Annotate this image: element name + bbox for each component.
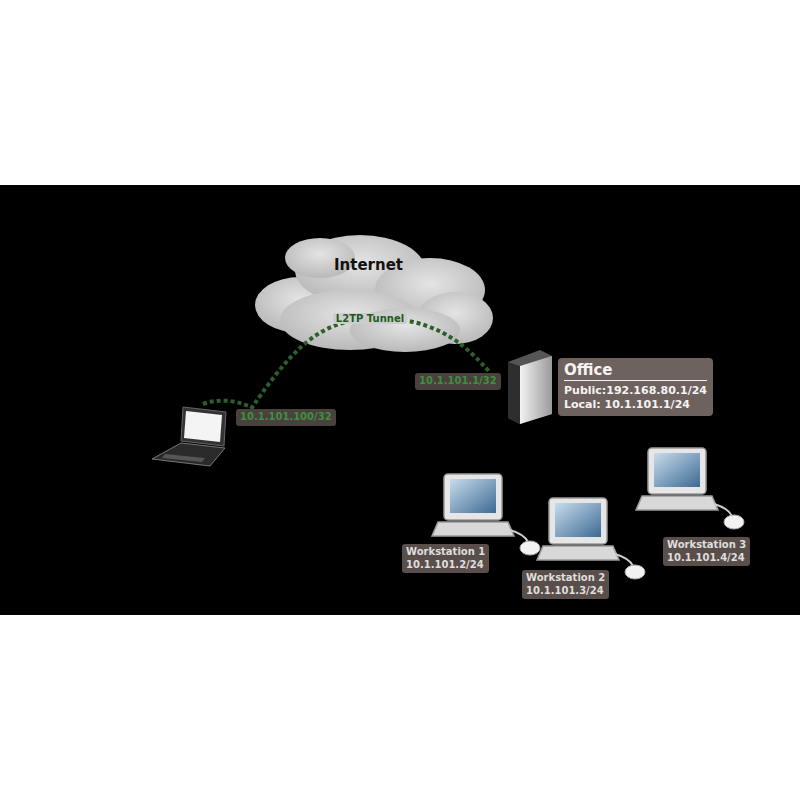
workstation-1-computer [432, 474, 540, 555]
workstation-2-computer [537, 498, 645, 579]
tunnel-line [251, 318, 491, 409]
workstation-3-computer [636, 448, 744, 529]
node-heading: Internet [334, 256, 403, 275]
black-band [0, 185, 800, 615]
laptop [152, 407, 226, 466]
tunnel-segment [203, 401, 251, 407]
node-heading: Workstation 1 [406, 546, 485, 559]
node-heading: Workstation 2 [526, 572, 605, 585]
node-detail: 10.1.101.3/24 [526, 585, 605, 598]
office-router [508, 350, 552, 424]
cloud-label: Internet [334, 256, 403, 275]
node-heading: Office [564, 361, 707, 381]
internet-cloud [255, 235, 493, 352]
office-box: OfficePublic:192.168.80.1/24Local: 10.1.… [558, 358, 713, 416]
node-detail: Local: 10.1.101.1/24 [564, 398, 707, 412]
node-heading: 10.1.101.1/32 [419, 375, 497, 388]
node-detail: Public:192.168.80.1/24 [564, 384, 707, 398]
tunnel-endpoint: 10.1.101.100/32 [236, 409, 336, 426]
workstation-box: Workstation 310.1.101.4/24 [663, 537, 750, 566]
workstation-box: Workstation 110.1.101.2/24 [402, 544, 489, 573]
node-detail: 10.1.101.4/24 [667, 552, 746, 565]
workstation-box: Workstation 210.1.101.3/24 [522, 570, 609, 599]
tunnel-endpoint: 10.1.101.1/32 [415, 373, 501, 390]
tunnel-label: L2TP Tunnel [333, 313, 407, 324]
node-detail: 10.1.101.2/24 [406, 559, 485, 572]
node-heading: 10.1.101.100/32 [240, 411, 332, 424]
node-heading: Workstation 3 [667, 539, 746, 552]
